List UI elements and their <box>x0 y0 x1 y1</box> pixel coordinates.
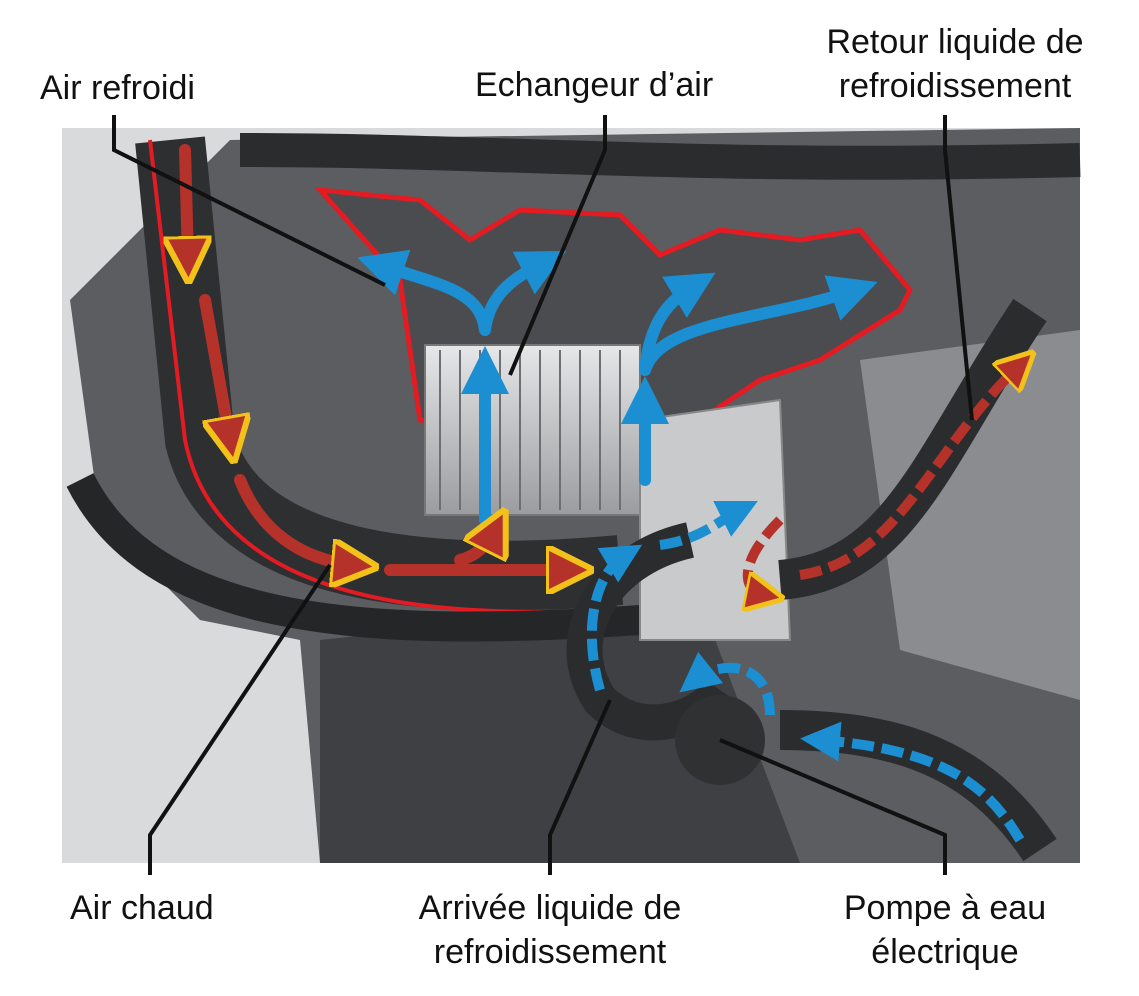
label-pompe-line1: Pompe à eau <box>843 889 1047 927</box>
label-arrivee-line2: refroidissement <box>433 933 667 971</box>
label-echangeur: Echangeur d’air <box>475 66 714 104</box>
label-air-refroidi: Air refroidi <box>40 69 195 107</box>
label-retour: Retour liquide de refroidissement <box>800 20 1110 108</box>
top-hose <box>239 133 1081 180</box>
label-air-chaud: Air chaud <box>70 889 214 927</box>
label-arrivee-line1: Arrivée liquide de <box>418 889 682 927</box>
leader-lines <box>112 115 974 875</box>
label-retour-line2: refroidissement <box>838 67 1072 105</box>
label-retour-line1: Retour liquide de <box>826 23 1084 61</box>
label-pompe-line2: électrique <box>871 933 1019 971</box>
label-pompe: Pompe à eau électrique <box>810 886 1080 974</box>
label-arrivee: Arrivée liquide de refroidissement <box>395 886 705 974</box>
